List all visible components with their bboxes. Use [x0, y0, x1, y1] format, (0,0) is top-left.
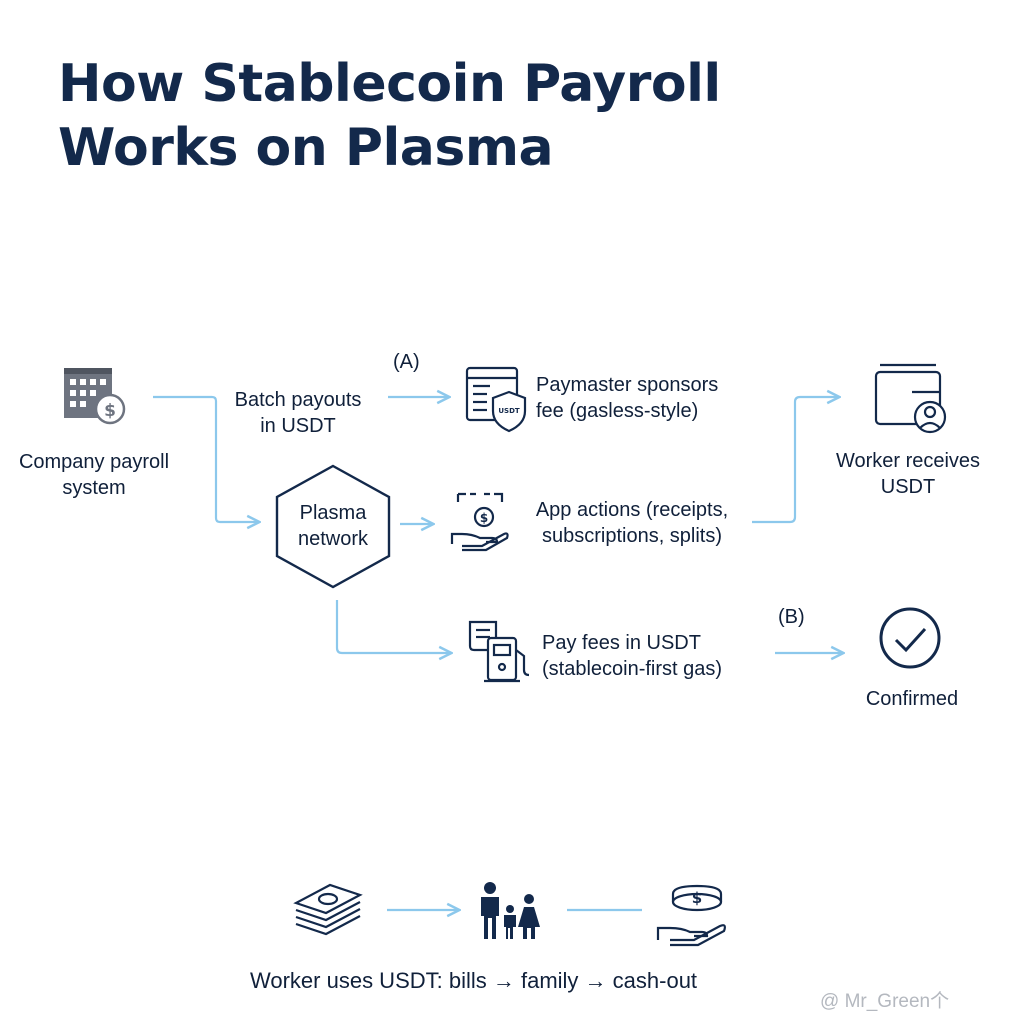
app-actions-line-1: App actions (receipts,: [535, 499, 729, 521]
company-payroll-line-2: system: [62, 477, 126, 499]
hexagon-icon: [275, 464, 391, 589]
hand-coin-icon: [656, 884, 726, 947]
worker-receives-line-2: USDT: [880, 476, 936, 498]
title-line-2: Works on Plasma: [58, 118, 554, 178]
title-line-1: How Stablecoin Payroll: [58, 54, 721, 114]
batch-payouts-label: Batch payouts in USDT: [208, 387, 388, 439]
wallet-user-icon: [874, 363, 947, 434]
paymaster-line-2: fee (gasless-style): [536, 400, 699, 422]
watermark: @ Mr_Green个: [820, 991, 950, 1012]
plasma-network-label: Plasma network: [283, 500, 383, 552]
marker-b: (B): [778, 606, 805, 628]
family-icon: [481, 882, 540, 939]
company-payroll-line-1: Company payroll: [18, 451, 170, 473]
company-payroll-label: Company payroll system: [0, 449, 188, 501]
svg-text:$: $: [104, 401, 116, 421]
batch-payouts-line-2: in USDT: [260, 415, 336, 437]
plasma-network-line-1: Plasma: [299, 502, 367, 524]
arrow-plasma-to-pay-fees: [335, 600, 450, 653]
worker-receives-line-1: Worker receives: [835, 450, 981, 472]
arrow-app-actions-to-worker: [752, 397, 838, 524]
cash-stack-icon: [293, 883, 363, 936]
marker-a: (A): [393, 351, 420, 373]
hand-coin-icon: [450, 492, 509, 552]
gas-pump-receipt-icon: [468, 620, 530, 683]
page-title: How Stablecoin Payroll Works on Plasma: [58, 52, 958, 180]
batch-payouts-line-1: Batch payouts: [234, 389, 362, 411]
worker-receives-label: Worker receives USDT: [812, 448, 1004, 500]
paymaster-line-1: Paymaster sponsors: [536, 374, 719, 396]
check-circle-icon: [879, 607, 941, 669]
arrow-company-to-plasma: [153, 395, 258, 522]
app-actions-line-2: subscriptions, splits): [541, 525, 723, 547]
app-actions-label: App actions (receipts, subscriptions, sp…: [504, 497, 760, 549]
pay-fees-line-1: Pay fees in USDT: [542, 632, 701, 654]
office-building-dollar-icon: $: [64, 368, 126, 425]
confirmed-label: Confirmed: [865, 688, 959, 710]
paymaster-label: Paymaster sponsors fee (gasless-style): [536, 372, 776, 424]
bottom-caption: Worker uses USDT: bills → family → cash-…: [250, 968, 698, 993]
pay-fees-label: Pay fees in USDT (stablecoin-first gas): [542, 630, 772, 682]
pay-fees-line-2: (stablecoin-first gas): [542, 658, 723, 680]
browser-usdt-shield-icon: [465, 366, 527, 433]
plasma-network-line-2: network: [297, 528, 369, 550]
svg-text:$: $: [480, 511, 488, 525]
svg-text:$: $: [692, 889, 702, 907]
usdt-shield-badge: USDT: [498, 407, 520, 415]
